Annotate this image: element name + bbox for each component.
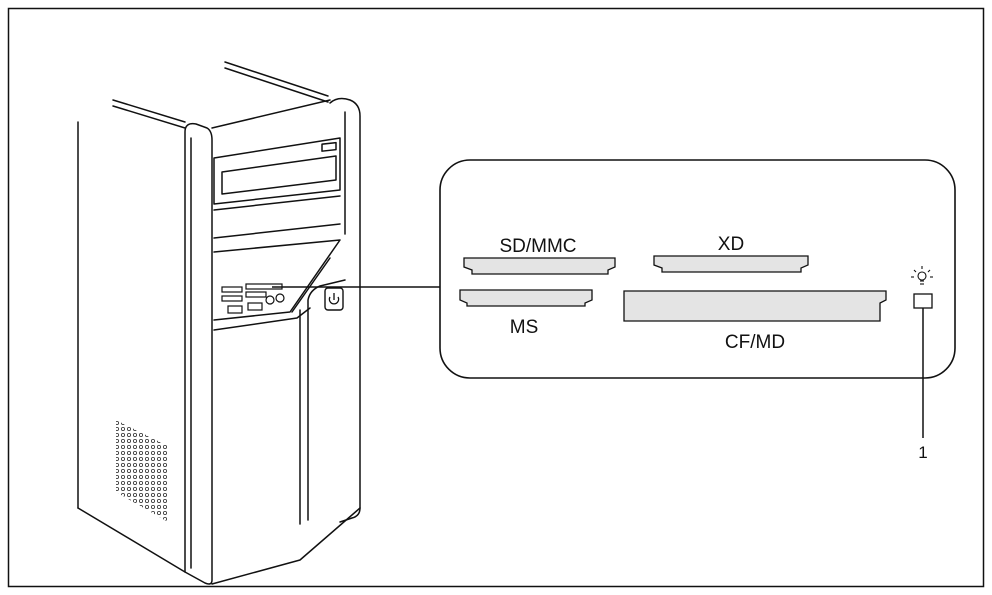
front-lower-left	[213, 307, 311, 331]
front-bezel-right	[329, 97, 361, 523]
front-diagonal-inner	[291, 257, 331, 313]
vent-grille	[116, 420, 168, 522]
audio-jack-2	[275, 293, 285, 303]
label-cf-md: CF/MD	[725, 332, 785, 353]
front-bezel-left	[184, 122, 213, 585]
front-face-top	[211, 99, 331, 129]
power-button	[324, 287, 344, 311]
label-ms: MS	[510, 317, 539, 338]
label-sd-mmc: SD/MMC	[499, 236, 576, 257]
bay-separator-2	[213, 223, 341, 239]
lower-front-panel	[307, 279, 346, 521]
slot-ms	[459, 289, 593, 307]
bay-separator-1	[213, 195, 341, 211]
activity-led	[913, 293, 933, 309]
slot-xd	[653, 255, 809, 273]
tower-top-edge-right	[224, 61, 329, 97]
optical-drive-bay	[221, 155, 337, 195]
front-diagonal	[213, 239, 341, 321]
power-icon	[328, 293, 340, 305]
card-slot-top-left	[221, 286, 243, 293]
tower-top-edge-back	[112, 99, 186, 123]
tower-top-edge-right-2	[224, 67, 329, 103]
slot-sd-mmc	[463, 257, 616, 275]
audio-jack-1	[265, 295, 275, 305]
card-slot-mid-left	[221, 295, 243, 302]
slot-cf-md	[623, 290, 887, 322]
tower-top-edge-back-2	[112, 105, 186, 129]
usb-port-2	[247, 302, 263, 311]
light-bulb-icon	[911, 266, 933, 285]
pc-tower	[77, 61, 361, 585]
lower-front-bottom	[211, 507, 361, 585]
tower-side-bottom	[77, 507, 186, 573]
card-slot-mid-right	[245, 291, 267, 298]
optical-drive-outline	[213, 137, 341, 205]
callout-number-1: 1	[918, 443, 927, 462]
usb-port-1	[227, 305, 243, 314]
drive-eject-button	[321, 141, 337, 152]
label-xd: XD	[718, 234, 744, 255]
